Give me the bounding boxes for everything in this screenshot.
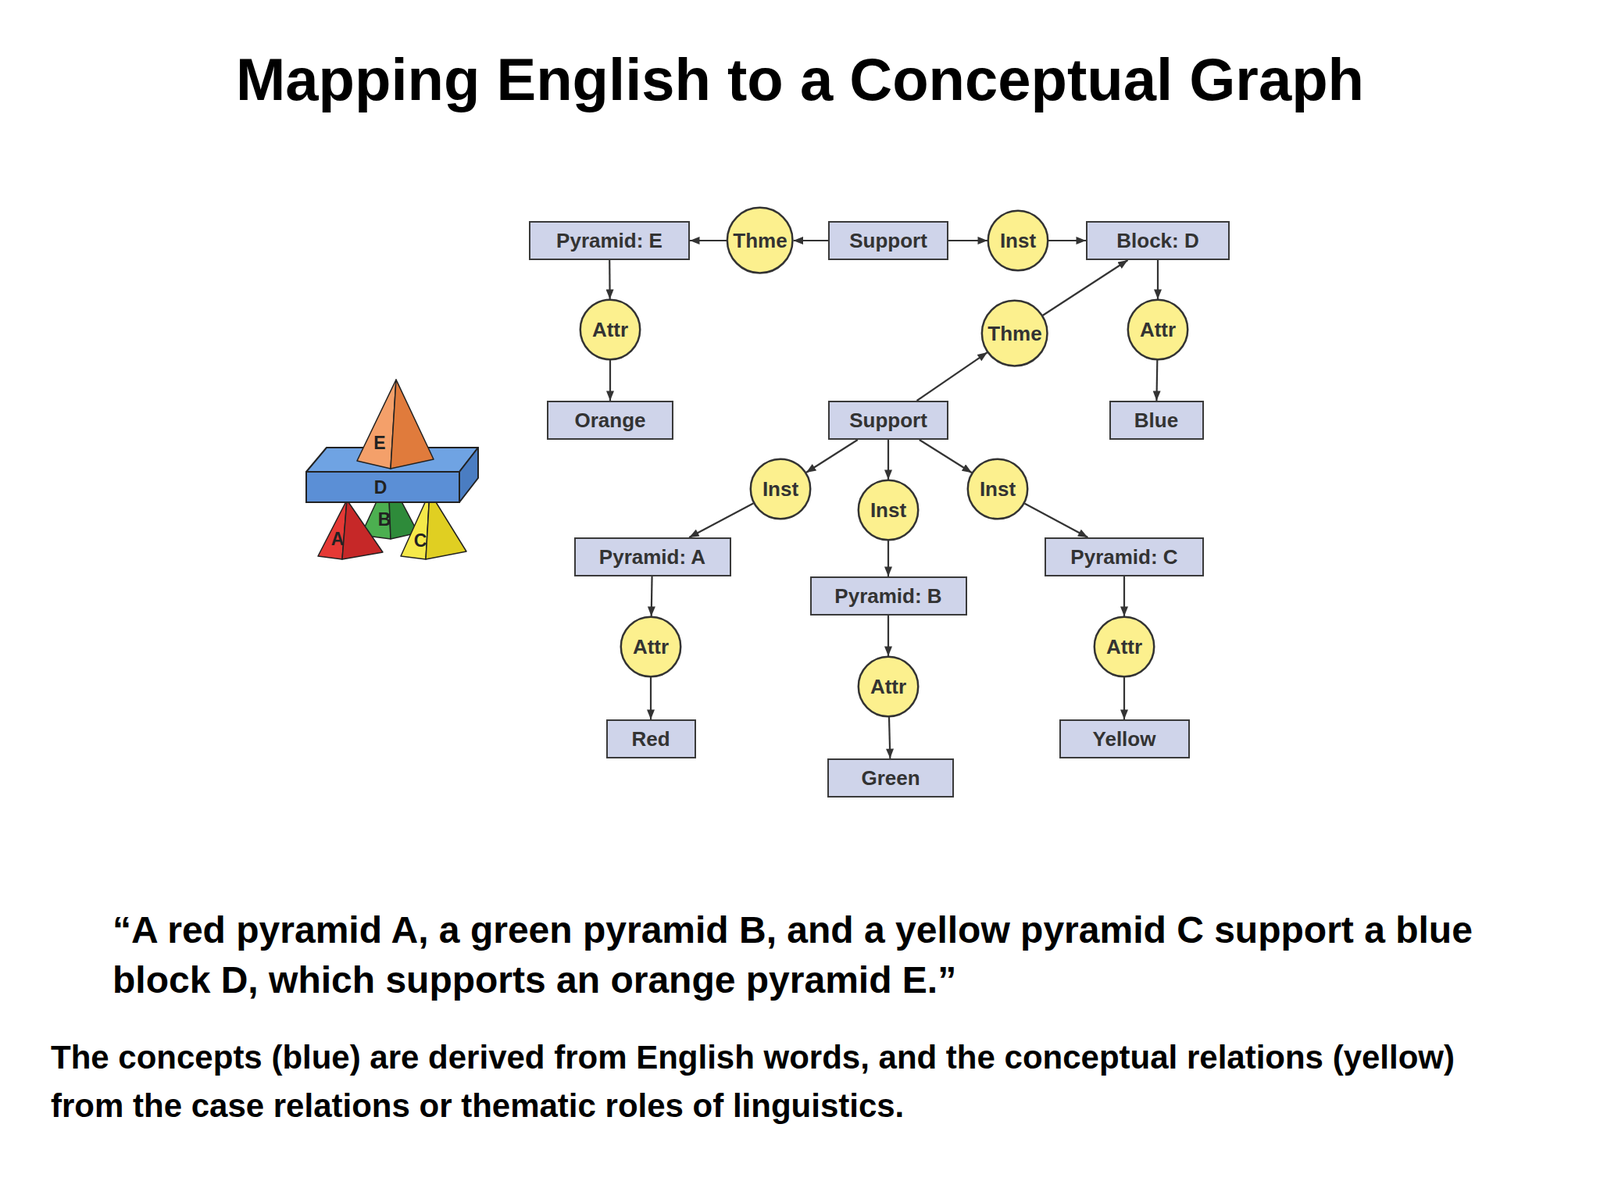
relation-arrow xyxy=(689,503,754,538)
relation-arrow xyxy=(1048,239,1086,242)
relation-circle: Inst xyxy=(750,458,811,520)
relation-arrow xyxy=(948,239,988,242)
pyramid-e-face xyxy=(357,379,397,469)
relation-arrow xyxy=(887,540,890,577)
relation-arrow xyxy=(1024,503,1088,538)
concept-box: Pyramid: A xyxy=(574,537,732,577)
concept-box: Orange xyxy=(546,400,674,440)
relation-label: Attr xyxy=(1106,636,1143,658)
relation-circle: Inst xyxy=(967,458,1029,520)
relation-label: Inst xyxy=(1000,230,1036,251)
relation-label: Inst xyxy=(870,500,907,521)
relation-circle: Thme xyxy=(726,207,793,274)
relation-arrow xyxy=(1123,576,1125,617)
concept-box: Pyramid: E xyxy=(528,221,690,261)
relation-label: Thme xyxy=(732,230,787,251)
concept-box: Support xyxy=(828,221,949,261)
concept-label: Yellow xyxy=(1092,728,1157,750)
concept-label: Pyramid: E xyxy=(556,230,663,251)
shape-letter: C xyxy=(414,532,428,550)
relation-arrow xyxy=(793,239,829,242)
sentence-caption: “A red pyramid A, a green pyramid B, and… xyxy=(112,905,1504,1006)
relation-circle: Attr xyxy=(1093,616,1155,678)
relation-label: Thme xyxy=(987,323,1042,344)
relation-arrow xyxy=(889,717,890,759)
shape-letter: E xyxy=(373,434,386,453)
relation-arrow xyxy=(887,439,890,480)
concept-box: Support xyxy=(828,400,949,440)
relation-label: Attr xyxy=(1139,319,1176,340)
shape-letter: B xyxy=(378,510,392,529)
relation-arrow xyxy=(806,439,858,473)
relation-circle: Thme xyxy=(981,300,1048,367)
concept-label: Red xyxy=(631,728,670,750)
concept-box: Blue xyxy=(1109,400,1204,440)
relation-circle: Attr xyxy=(1127,299,1189,361)
concept-label: Support xyxy=(849,230,928,251)
concept-box: Pyramid: C xyxy=(1044,537,1204,577)
concept-label: Block: D xyxy=(1116,230,1199,251)
relation-label: Attr xyxy=(870,676,907,697)
relation-arrow xyxy=(1042,260,1129,316)
relation-arrow xyxy=(608,260,611,300)
shape-letter: D xyxy=(374,478,388,497)
block-front xyxy=(306,471,460,503)
relation-arrow xyxy=(916,352,987,401)
relation-arrow xyxy=(887,615,890,657)
concept-label: Orange xyxy=(574,410,646,431)
relation-arrow xyxy=(689,239,727,242)
relation-arrow xyxy=(609,360,611,401)
relation-circle: Attr xyxy=(620,616,682,678)
pyramid-e-face xyxy=(390,379,434,469)
relation-arrow xyxy=(650,576,654,617)
block-side xyxy=(459,447,479,503)
pyramid-a-face xyxy=(342,500,383,560)
concept-label: Support xyxy=(849,410,928,431)
concept-label: Pyramid: C xyxy=(1070,546,1178,568)
relation-arrow xyxy=(1157,260,1159,300)
relation-label: Attr xyxy=(632,636,669,658)
concept-box: Block: D xyxy=(1085,221,1230,261)
concept-label: Blue xyxy=(1134,410,1179,431)
relation-arrow xyxy=(1123,677,1125,720)
relation-circle: Attr xyxy=(857,656,919,718)
relation-arrow xyxy=(650,677,652,720)
relation-label: Attr xyxy=(592,319,629,340)
concept-box: Green xyxy=(827,758,954,798)
concept-box: Red xyxy=(606,719,697,759)
concept-box: Pyramid: B xyxy=(810,576,968,616)
relation-label: Inst xyxy=(979,478,1016,500)
relation-label: Inst xyxy=(762,478,799,500)
explanation-note: The concepts (blue) are derived from Eng… xyxy=(50,1033,1536,1131)
relation-arrow xyxy=(919,439,972,473)
shape-letter: A xyxy=(331,530,345,549)
concept-label: Pyramid: B xyxy=(834,585,942,607)
diagram-title: Mapping English to a Conceptual Graph xyxy=(0,44,1600,115)
concept-label: Pyramid: A xyxy=(599,546,706,568)
concept-label: Green xyxy=(860,767,920,789)
relation-circle: Inst xyxy=(987,210,1049,272)
relation-circle: Inst xyxy=(857,479,919,541)
relation-arrow xyxy=(1155,360,1158,401)
concept-box: Yellow xyxy=(1059,719,1190,759)
relation-circle: Attr xyxy=(579,299,641,361)
